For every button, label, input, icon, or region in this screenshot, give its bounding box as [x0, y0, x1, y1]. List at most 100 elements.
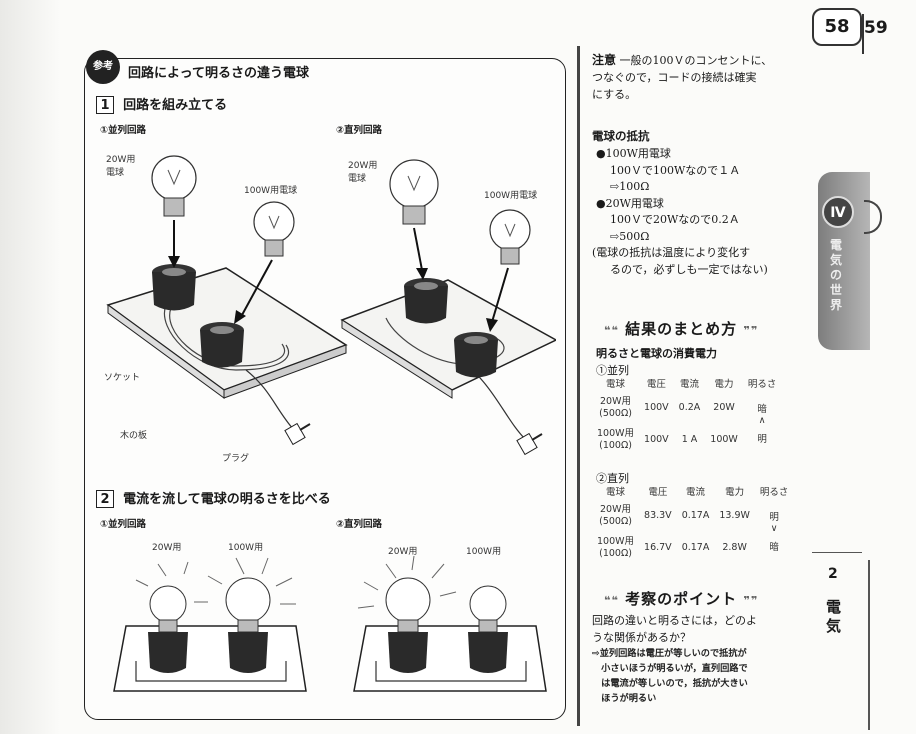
- table-header-cell: 明るさ: [747, 379, 777, 390]
- label-100w-bulb-parallel: 100W用電球: [244, 186, 298, 196]
- brightness-comparison-illustration: [113, 556, 547, 692]
- table-row: 20W用 (500Ω) 100V 0.2A 20W 暗∧: [592, 392, 782, 426]
- socket-parallel-1: [152, 264, 196, 311]
- table-cell: 0.17A: [681, 542, 710, 553]
- plug-parallel: [284, 422, 311, 446]
- chapter-tab-number: Ⅳ: [822, 196, 854, 228]
- socket-parallel-2: [200, 322, 244, 368]
- table-cell: 20W: [713, 402, 735, 413]
- step1-number: 1: [96, 96, 114, 114]
- table-cell: 100V: [644, 434, 669, 445]
- table-cell: 0.2A: [678, 402, 701, 413]
- resistance-line: 100Ｖで20Wなので0.2Ａ: [610, 213, 740, 226]
- brightness-inequality: ∧: [758, 415, 766, 426]
- resistance-line: るので，必ずしも一定ではない): [610, 262, 768, 276]
- bulb-100w-parallel: [253, 201, 295, 257]
- label-20w-bulb-series: 20W用 電球: [348, 161, 378, 184]
- summary-banner-text: 結果のまとめ方: [625, 320, 738, 338]
- bulb-20w-bright-series: [385, 577, 431, 623]
- wood-board-series: [340, 279, 556, 391]
- label-board: 木の板: [120, 431, 148, 441]
- resistance-line: ●100W用電球: [596, 147, 671, 160]
- series-label-1: ②直列回路: [336, 125, 383, 136]
- chapter-number: 2: [828, 566, 838, 582]
- label-100w-bulb-series: 100W用電球: [484, 191, 538, 201]
- table-header-cell: 電力: [714, 379, 734, 390]
- resistance-line: ⇨500Ω: [610, 229, 650, 243]
- assembly-illustration: [106, 155, 556, 456]
- caution-head: 注意: [592, 53, 617, 67]
- table-header-cell: 電球: [606, 379, 626, 390]
- bulb-100w-bright-parallel: [225, 577, 271, 623]
- chapter-rule: [812, 552, 862, 553]
- page-edge-line: [862, 14, 864, 54]
- table-header-cell: 電力: [725, 487, 745, 498]
- consider-banner: ❝❝ 考察のポイント ❞❞: [604, 590, 759, 608]
- table-cell: 100V: [644, 402, 669, 413]
- table-header-cell: 電圧: [646, 379, 666, 390]
- plug-series: [516, 432, 543, 456]
- label-100w-compare-series: 100W用: [466, 547, 502, 557]
- page-number: 58: [812, 8, 862, 46]
- bulb-20w-bright-parallel: [149, 585, 187, 623]
- parallel-label-1: ①並列回路: [100, 125, 147, 136]
- series-heading: ②直列: [596, 472, 629, 485]
- table-header-row: 電球電圧電流電力明るさ: [592, 486, 793, 500]
- caution-note: 注意 一般の100Ｖのコンセントに、 つなぐので，コードの接続は確実 にする。: [592, 52, 812, 103]
- chapter-tab-edge: [864, 200, 882, 234]
- table-header-cell: 電圧: [648, 487, 668, 498]
- table-cell: 暗∧: [743, 392, 782, 426]
- bulb-20w-parallel: [151, 155, 197, 217]
- label-plug: プラグ: [222, 454, 250, 464]
- resistance-line: (電球の抵抗は温度により変化す: [592, 246, 751, 259]
- table-cell: 明∨: [755, 500, 794, 534]
- table-cell: 20W用 (500Ω): [599, 396, 632, 419]
- step2-heading: 2 電流を流して電球の明るさを比べる: [96, 488, 331, 508]
- right-edge-line: [868, 560, 870, 730]
- parallel-heading: ①並列: [596, 364, 629, 377]
- reference-icon: 参考: [86, 50, 120, 84]
- label-100w-compare-parallel: 100W用: [228, 543, 264, 553]
- step2-title: 電流を流して電球の明るさを比べる: [123, 492, 331, 507]
- label-20w-compare-series: 20W用: [388, 547, 418, 557]
- table-cell: 16.7V: [644, 542, 672, 553]
- summary-banner: ❝❝ 結果のまとめ方 ❞❞: [604, 320, 759, 338]
- step1-title: 回路を組み立てる: [123, 98, 228, 113]
- column-divider: [577, 46, 580, 726]
- next-page-number: 59: [864, 18, 888, 38]
- consider-answer: ⇨並列回路は電圧が等しいので抵抗が 小さいほうが明るいが，直列回路で は電流が等…: [592, 648, 748, 704]
- table-cell: 2.8W: [722, 542, 747, 553]
- table-header-row: 電球電圧電流電力明るさ: [592, 378, 781, 392]
- table-header-cell: 電流: [686, 487, 706, 498]
- step2-number: 2: [96, 490, 114, 508]
- table-cell: 暗: [769, 542, 779, 553]
- resistance-heading: 電球の抵抗: [592, 129, 650, 143]
- table-cell: 100W用 (100Ω): [597, 428, 635, 451]
- summary-subheading: 明るさと電球の消費電力: [596, 347, 717, 360]
- resistance-line: ⇨100Ω: [610, 180, 650, 193]
- resistance-line: 100Ｖで100Wなので１Ａ: [610, 163, 741, 177]
- consider-question: 回路の違いと明るさには，どのよ うな関係があるか？: [592, 614, 757, 644]
- table-header-cell: 明るさ: [759, 487, 789, 498]
- chapter-tab-text: 電気の世界: [830, 238, 843, 312]
- page-gutter-shadow: [0, 0, 60, 734]
- table-cell: 83.3V: [644, 510, 672, 521]
- chapter-title: 電気: [826, 598, 842, 635]
- table-cell: 1 A: [681, 434, 698, 445]
- socket-series-1: [404, 278, 448, 324]
- label-socket: ソケット: [104, 373, 141, 383]
- table-cell: 0.17A: [681, 510, 710, 521]
- table-cell: 100W: [710, 434, 738, 445]
- socket-series-2: [454, 332, 498, 378]
- table-row: 20W用 (500Ω) 83.3V 0.17A 13.9W 明∨: [592, 500, 794, 534]
- bulb-20w-series: [389, 159, 439, 225]
- section-title: 回路によって明るさの違う電球: [128, 66, 309, 81]
- resistance-line: ●20W用電球: [596, 196, 664, 210]
- consider-banner-text: 考察のポイント: [625, 590, 738, 608]
- table-cell: 20W用 (500Ω): [599, 504, 632, 527]
- table-cell: 13.9W: [719, 510, 750, 521]
- caution-text: 一般の100Ｖのコンセントに、 つなぐので，コードの接続は確実 にする。: [592, 54, 773, 101]
- label-20w-compare-parallel: 20W用: [152, 543, 182, 553]
